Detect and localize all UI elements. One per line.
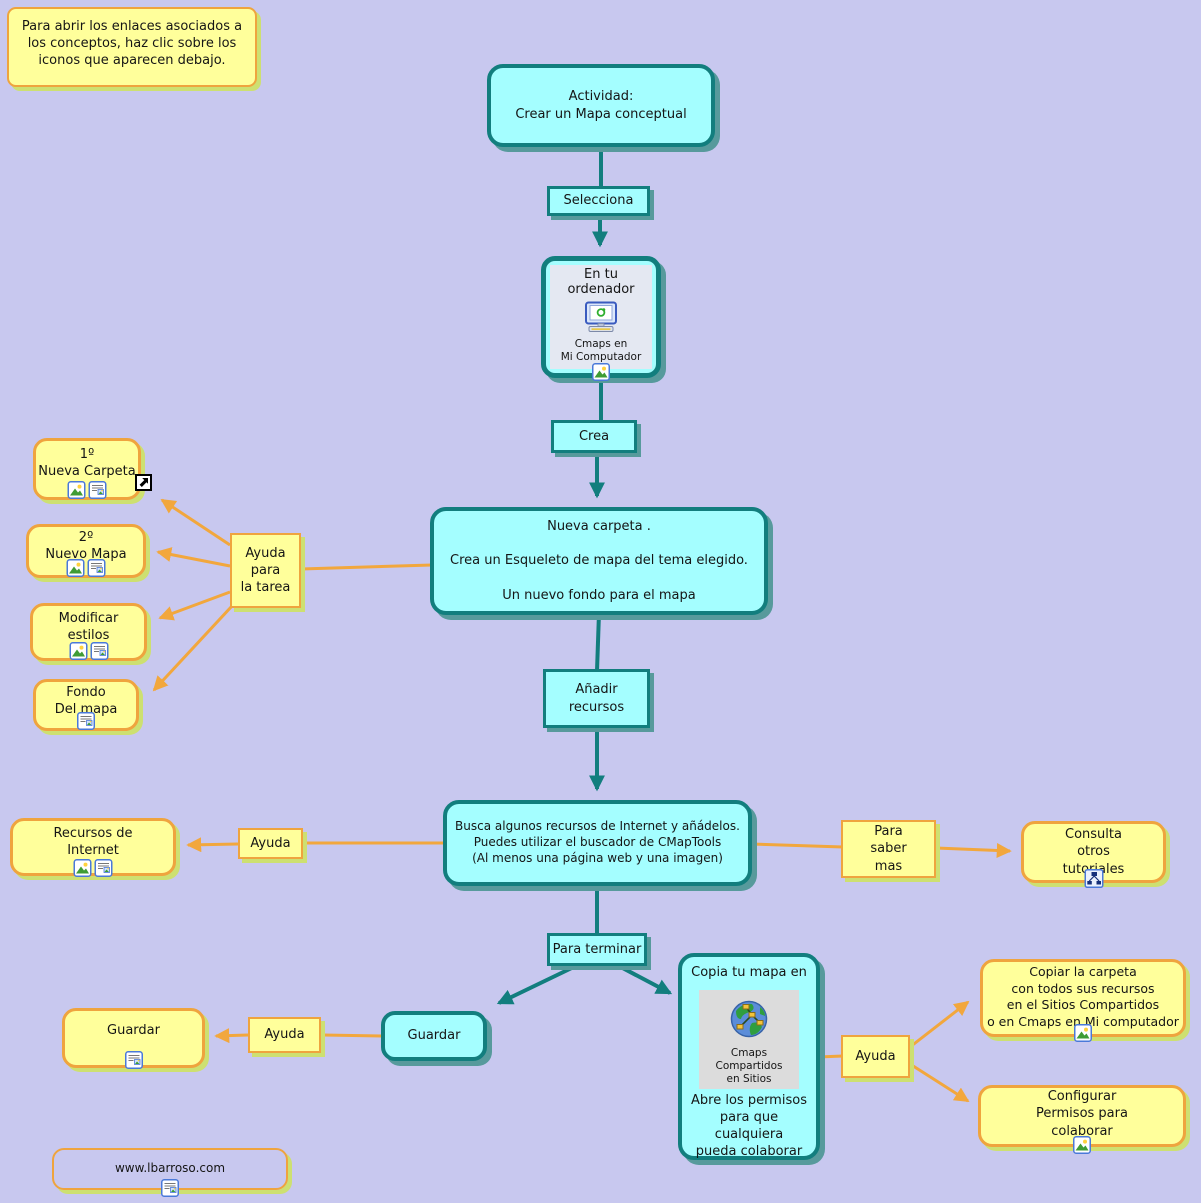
link-ayuda-right[interactable]: Ayuda	[841, 1035, 910, 1078]
node-configurar-permisos[interactable]: Configurar Permisos para colaborar	[978, 1085, 1186, 1154]
link-selecciona[interactable]: Selecciona	[547, 186, 650, 216]
node-guardar-amarillo-label: Guardar	[107, 1023, 160, 1039]
node-consulta-otros-tutoriales[interactable]: Consulta otros tutoriales	[1021, 821, 1166, 888]
link-ayuda-guardar-label: Ayuda	[264, 1027, 305, 1043]
link-crea[interactable]: Crea	[551, 420, 637, 453]
node-paso1-label: 1º Nueva Carpeta	[38, 446, 136, 479]
node-copiar-la-carpeta[interactable]: Copiar la carpeta con todos sus recursos…	[980, 959, 1186, 1042]
node-fondo-del-mapa[interactable]: Fondo Del mapa	[33, 679, 139, 731]
copia-caption: Cmaps Compartidos en Sitios	[715, 1047, 783, 1086]
document-icon[interactable]	[87, 559, 106, 577]
node-nueva-carpeta-label: Nueva carpeta . Crea un Esqueleto de map…	[450, 519, 748, 603]
link-ayuda-left-label: Ayuda	[250, 835, 291, 851]
instruction-note: Para abrir los enlaces asociados a los c…	[7, 7, 257, 87]
globe-icon	[722, 994, 776, 1046]
node-paso1-nueva-carpeta[interactable]: 1º Nueva Carpeta	[33, 438, 152, 500]
link-para-saber-label: Para saber mas	[870, 824, 907, 874]
node-configurar-label: Configurar Permisos para colaborar	[1036, 1089, 1128, 1139]
link-ayuda-para-la-tarea[interactable]: Ayuda para la tarea	[230, 533, 301, 608]
ordenador-title: En tu ordenador	[567, 267, 635, 297]
link-anadir-recursos[interactable]: Añadir recursos	[543, 669, 650, 728]
cmap-icon[interactable]	[1084, 869, 1103, 888]
image-icon[interactable]	[1074, 1024, 1092, 1042]
document-icon[interactable]	[161, 1179, 179, 1197]
link-ayuda-tarea-label: Ayuda para la tarea	[240, 545, 291, 596]
link-para-terminar[interactable]: Para terminar	[547, 933, 647, 966]
node-guardar-cyan[interactable]: Guardar	[381, 1011, 487, 1061]
node-guardar-amarillo[interactable]: Guardar	[62, 1008, 205, 1069]
orange-connectors	[152, 498, 1012, 1103]
instruction-note-label: Para abrir los enlaces asociados a los c…	[21, 19, 243, 69]
link-anadir-label: Añadir recursos	[568, 682, 625, 715]
link-ayuda-right-label: Ayuda	[855, 1048, 896, 1064]
image-icon[interactable]	[67, 481, 86, 499]
link-selecciona-label: Selecciona	[563, 193, 634, 209]
node-en-tu-ordenador[interactable]: En tu ordenador Cmaps en Mi Computador	[541, 256, 661, 381]
link-para-saber-mas[interactable]: Para saber mas	[841, 820, 936, 878]
node-fondo-label: Fondo Del mapa	[54, 684, 118, 717]
link-crea-label: Crea	[578, 428, 610, 444]
node-actividad[interactable]: Actividad: Crear un Mapa conceptual	[487, 64, 715, 147]
node-recursos-de-internet[interactable]: Recursos de Internet	[10, 818, 176, 877]
computer-icon	[577, 301, 625, 336]
image-icon[interactable]	[69, 642, 87, 660]
node-busca-recursos[interactable]: Busca algunos recursos de Internet y añá…	[443, 800, 752, 886]
link-ayuda-left[interactable]: Ayuda	[238, 828, 303, 859]
ordenador-caption: Cmaps en Mi Computador	[560, 338, 642, 364]
node-paso2-label: 2º Nuevo Mapa	[45, 529, 127, 562]
copia-body: Abre los permisos para que cualquiera pu…	[691, 1093, 807, 1160]
document-icon[interactable]	[88, 481, 107, 499]
node-busca-label: Busca algunos recursos de Internet y añá…	[455, 819, 740, 865]
node-recursos-label: Recursos de Internet	[53, 825, 133, 858]
document-icon[interactable]	[94, 859, 113, 877]
node-nueva-carpeta[interactable]: Nueva carpeta . Crea un Esqueleto de map…	[430, 507, 768, 615]
image-icon[interactable]	[66, 559, 85, 577]
node-paso2-nuevo-mapa[interactable]: 2º Nuevo Mapa	[26, 524, 146, 578]
copia-title: Copia tu mapa en	[691, 965, 807, 980]
node-guardar-cyan-label: Guardar	[407, 1028, 461, 1044]
node-copia-tu-mapa[interactable]: Copia tu mapa en Cmaps Compartidos en Si…	[678, 953, 820, 1160]
document-icon[interactable]	[90, 642, 108, 660]
node-modificar-label: Modificar estilos	[58, 610, 119, 643]
image-icon[interactable]	[73, 859, 92, 877]
node-copiar-carpeta-label: Copiar la carpeta con todos sus recursos…	[987, 964, 1179, 1029]
image-icon[interactable]	[592, 363, 610, 381]
document-icon[interactable]	[77, 712, 95, 730]
ordenador-panel: En tu ordenador Cmaps en Mi Computador	[550, 265, 652, 369]
image-icon[interactable]	[1073, 1136, 1091, 1154]
link-ayuda-guardar[interactable]: Ayuda	[248, 1017, 321, 1053]
node-web-label: www.lbarroso.com	[114, 1161, 226, 1176]
external-link-icon[interactable]	[135, 474, 152, 491]
node-actividad-label: Actividad: Crear un Mapa conceptual	[515, 89, 687, 122]
node-modificar-estilos[interactable]: Modificar estilos	[30, 603, 147, 661]
link-para-terminar-label: Para terminar	[552, 941, 642, 957]
teal-connectors	[496, 147, 673, 1005]
node-web-lbarroso[interactable]: www.lbarroso.com	[52, 1148, 288, 1197]
document-icon[interactable]	[124, 1051, 143, 1069]
copia-panel: Cmaps Compartidos en Sitios	[699, 990, 799, 1090]
